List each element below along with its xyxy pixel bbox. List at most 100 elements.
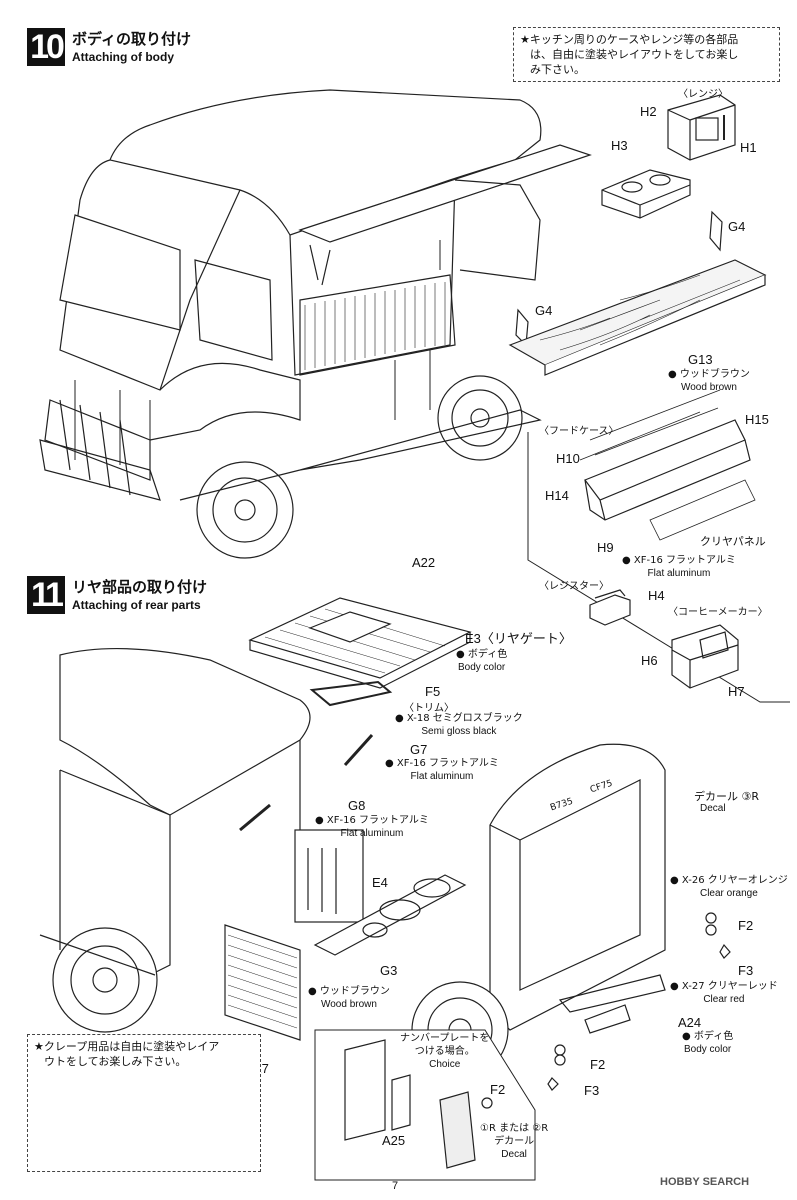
part-g4-upper: G4: [728, 219, 746, 234]
paint-clear-red-en: Clear red: [703, 994, 745, 1005]
part-h15: H15: [745, 412, 769, 427]
paint-clear-orange-en: Clear orange: [699, 888, 758, 899]
kitchen-note: ★キッチン周りのケースやレンジ等の各部品 は、自由に塗装やレイアウトをしてお楽し…: [513, 27, 780, 82]
part-h2: H2: [640, 104, 657, 119]
rear-grill-drawing: [224, 924, 301, 1041]
paint-flat-aluminum-2: ● XF-16 フラットアルミ Flat aluminum: [385, 757, 499, 783]
decal-1-2-en: Decal: [501, 1149, 527, 1160]
decal-1-2-line1: ①R または ②R: [480, 1123, 549, 1134]
paint-semi-gloss-black-jp: ● X-18 セミグロスブラック: [395, 713, 523, 724]
step-10-title: ボディの取り付け: [72, 30, 191, 48]
part-e3: E3〈リヤゲート〉: [465, 631, 572, 646]
part-a22: A22: [412, 555, 436, 570]
part-h10: H10: [556, 451, 580, 466]
step-11-title: リヤ部品の取り付け: [72, 578, 208, 596]
part-h14: H14: [545, 488, 569, 503]
paint-flat-aluminum-3-jp: ● XF-16 フラットアルミ: [315, 815, 429, 826]
register-group-label: 〈レジスター〉: [539, 581, 609, 592]
part-f3-right: F3: [738, 963, 754, 978]
part-f2-right: F2: [738, 918, 754, 933]
crepe-note-line: ★クレープ用品は自由に塗装やレイア: [34, 1040, 220, 1053]
part-h3: H3: [611, 138, 628, 153]
part-h1: H1: [740, 140, 757, 155]
part-g3: G3: [380, 963, 398, 978]
paint-flat-aluminum-2-en: Flat aluminum: [410, 771, 474, 782]
paint-body-color-2-en: Body color: [683, 1044, 732, 1055]
license-plate-note-line2: つける場合。: [414, 1046, 475, 1057]
truck-body-drawing: [39, 89, 592, 559]
part-a24: A24: [678, 1015, 702, 1030]
coffee-maker-group-label: 〈コーヒーメーカー〉: [668, 607, 768, 618]
rear-truck-left-drawing: [39, 648, 311, 1033]
paint-body-color-2-jp: ● ボディ色: [682, 1031, 734, 1042]
part-h7: H7: [728, 684, 745, 699]
step-10-number: 10: [27, 28, 65, 66]
part-g7: G7: [410, 742, 428, 757]
part-f2-lower: F2: [590, 1057, 606, 1072]
range-oven-drawing: [667, 94, 736, 161]
paint-body-color-1-jp: ● ボディ色: [456, 649, 508, 660]
paint-clear-orange: ● X-26 クリヤーオレンジ Clear orange: [670, 874, 788, 900]
wood-counter-drawing: [508, 259, 767, 376]
kitchen-note-line: み下さい。: [530, 63, 585, 76]
paint-wood-brown-2-en: Wood brown: [320, 999, 377, 1010]
rear-gate-drawing: [248, 597, 472, 689]
part-g13: G13: [688, 352, 713, 367]
paint-wood-brown-2: ● ウッドブラウン Wood brown: [308, 985, 390, 1011]
crepe-note: ★クレープ用品は自由に塗装やレイア ウトをしてお楽しみ下さい。: [27, 1034, 261, 1172]
part-g4-lower: G4: [535, 303, 553, 318]
paint-flat-aluminum-1-en: Flat aluminum: [647, 568, 711, 579]
decal-3-en: Decal: [700, 803, 726, 814]
part-f3-lower: F3: [584, 1083, 600, 1098]
license-plate-note-line1: ナンバープレートを: [400, 1033, 490, 1044]
rear-truck-right-drawing: [411, 743, 666, 1079]
part-f2-plate: F2: [490, 1082, 506, 1097]
paint-wood-brown-2-jp: ● ウッドブラウン: [308, 986, 390, 997]
trim-group-label: 〈トリム〉: [404, 703, 454, 714]
part-e4: E4: [372, 875, 388, 890]
kitchen-note-line: は、自由に塗装やレイアウトをしてお楽し: [530, 48, 739, 61]
paint-flat-aluminum-3-en: Flat aluminum: [340, 828, 404, 839]
coffee-maker-drawing: [671, 624, 739, 689]
part-h6: H6: [641, 653, 658, 668]
hood-case-group-label: 〈フードケース〉: [539, 426, 619, 437]
paint-flat-aluminum-3: ● XF-16 フラットアルミ Flat aluminum: [315, 814, 429, 840]
watermark: HOBBY SEARCH: [660, 1176, 750, 1188]
paint-body-color-1-en: Body color: [457, 662, 506, 673]
decal-1-2-note: ①R または ②R デカール Decal: [480, 1122, 548, 1161]
crepe-note-line: ウトをしてお楽しみ下さい。: [44, 1055, 187, 1068]
range-group-label: 〈レンジ〉: [678, 89, 728, 100]
part-h9: H9: [597, 540, 614, 555]
paint-clear-red: ● X-27 クリヤーレッド Clear red: [670, 980, 778, 1006]
paint-wood-brown-1-jp: ● ウッドブラウン: [668, 369, 750, 380]
page-number: 7: [392, 1180, 399, 1192]
step-11-number: 11: [27, 576, 65, 614]
part-f5: F5: [425, 684, 441, 699]
step-10-subtitle: Attaching of body: [72, 50, 174, 64]
paint-wood-brown-1-en: Wood brown: [680, 382, 737, 393]
kitchen-note-line: ★キッチン周りのケースやレンジ等の各部品: [520, 33, 739, 46]
part-g8: G8: [348, 798, 366, 813]
paint-body-color-1: ● ボディ色 Body color: [456, 648, 507, 674]
part-a25: A25: [382, 1133, 406, 1148]
crepe-tray-drawing: [313, 874, 467, 956]
paint-body-color-2: ● ボディ色 Body color: [682, 1030, 733, 1056]
paint-semi-gloss-black: ● X-18 セミグロスブラック Semi gloss black: [395, 712, 523, 738]
part-h4: H4: [648, 588, 665, 603]
paint-clear-red-jp: ● X-27 クリヤーレッド: [670, 981, 778, 992]
paint-flat-aluminum-1: ● XF-16 フラットアルミ Flat aluminum: [622, 554, 736, 580]
step-11-subtitle: Attaching of rear parts: [72, 598, 201, 612]
clear-panel-label: クリヤパネル: [700, 535, 766, 548]
paint-flat-aluminum-1-jp: ● XF-16 フラットアルミ: [622, 555, 736, 566]
license-plate-note: ナンバープレートを つける場合。 Choice: [400, 1032, 489, 1071]
paint-wood-brown-1: ● ウッドブラウン Wood brown: [668, 368, 750, 394]
paint-clear-orange-jp: ● X-26 クリヤーオレンジ: [670, 875, 788, 886]
hood-case-drawing: [579, 389, 756, 541]
stove-drawing: [601, 169, 691, 219]
paint-flat-aluminum-2-jp: ● XF-16 フラットアルミ: [385, 758, 499, 769]
decal-1-2-line2: デカール: [494, 1136, 535, 1147]
paint-semi-gloss-black-en: Semi gloss black: [421, 726, 497, 737]
decal-3-label: デカール ③R: [694, 790, 760, 803]
license-plate-note-en: Choice: [429, 1059, 461, 1070]
